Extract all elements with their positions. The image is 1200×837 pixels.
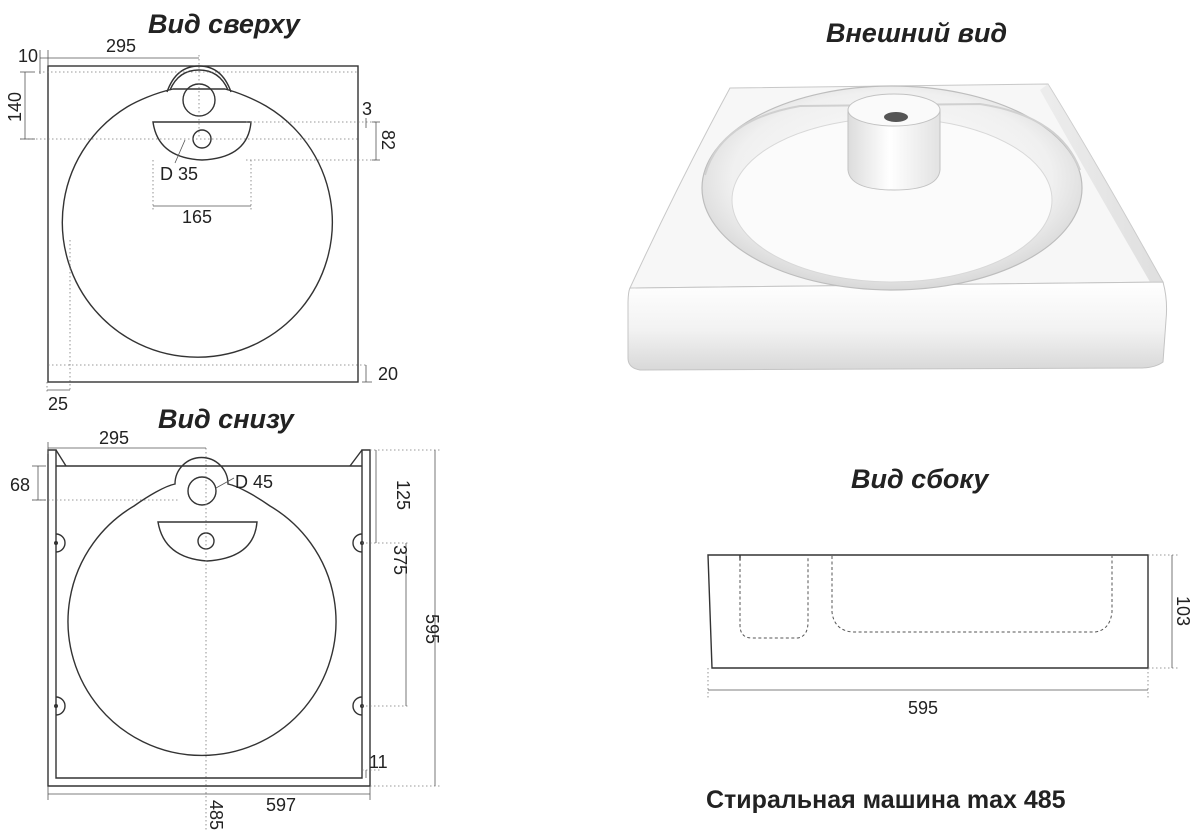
sink-render bbox=[627, 83, 1168, 371]
exterior-view-title: Внешний вид bbox=[826, 18, 1007, 48]
dim-bottom-597: 597 bbox=[266, 795, 296, 815]
dim-top-10: 10 bbox=[18, 46, 38, 66]
dim-side-103: 103 bbox=[1173, 596, 1193, 626]
bottom-view-bowl-outline bbox=[67, 456, 337, 757]
dim-top-295: 295 bbox=[106, 36, 136, 56]
side-view-tap-cavity bbox=[739, 556, 809, 639]
washing-machine-note: Стиральная машина max 485 bbox=[706, 786, 1066, 814]
dim-top-20: 20 bbox=[378, 364, 398, 384]
side-view-bowl-cavity bbox=[831, 556, 1113, 633]
mount-hole-left-top bbox=[55, 533, 66, 553]
dim-top-165: 165 bbox=[182, 207, 212, 227]
dim-bottom-68: 68 bbox=[10, 475, 30, 495]
dim-bottom-295: 295 bbox=[99, 428, 129, 448]
bottom-view: Вид снизу bbox=[10, 404, 442, 830]
dim-top-hole-d35: D 35 bbox=[160, 164, 198, 184]
side-view-outline bbox=[707, 554, 1149, 669]
top-view-tap-rim bbox=[166, 65, 232, 93]
top-view-title: Вид сверху bbox=[148, 9, 302, 39]
bottom-view-soap-dish bbox=[157, 521, 258, 562]
dim-top-140: 140 bbox=[5, 92, 25, 122]
dim-top-25: 25 bbox=[48, 394, 68, 414]
side-view-title: Вид сбоку bbox=[851, 464, 990, 494]
exterior-view: Внешний вид bbox=[627, 18, 1168, 371]
dim-bottom-375: 375 bbox=[390, 545, 410, 575]
dim-side-595: 595 bbox=[908, 698, 938, 718]
top-view-bowl-outline bbox=[61, 88, 333, 358]
dim-bottom-hole-d45: D 45 bbox=[235, 472, 273, 492]
dim-top-3: 3 bbox=[362, 99, 372, 119]
dim-bottom-595: 595 bbox=[422, 614, 442, 644]
dim-bottom-125: 125 bbox=[393, 480, 413, 510]
top-view-soap-dish bbox=[152, 121, 252, 161]
bottom-view-title: Вид снизу bbox=[158, 404, 296, 434]
side-view: Вид сбоку 103 595 bbox=[707, 464, 1193, 718]
dim-bottom-11: 11 bbox=[369, 752, 388, 772]
mount-hole-left-bottom bbox=[55, 696, 66, 716]
mount-hole-right-top bbox=[352, 533, 363, 553]
dim-bottom-485: 485 bbox=[206, 800, 226, 830]
top-view: Вид сверху 10 295 bbox=[5, 9, 398, 414]
mount-hole-right-bottom bbox=[352, 696, 363, 716]
top-view-tap-lip bbox=[169, 69, 229, 91]
dim-top-82: 82 bbox=[378, 130, 398, 150]
bottom-view-tap-hole bbox=[187, 476, 217, 506]
